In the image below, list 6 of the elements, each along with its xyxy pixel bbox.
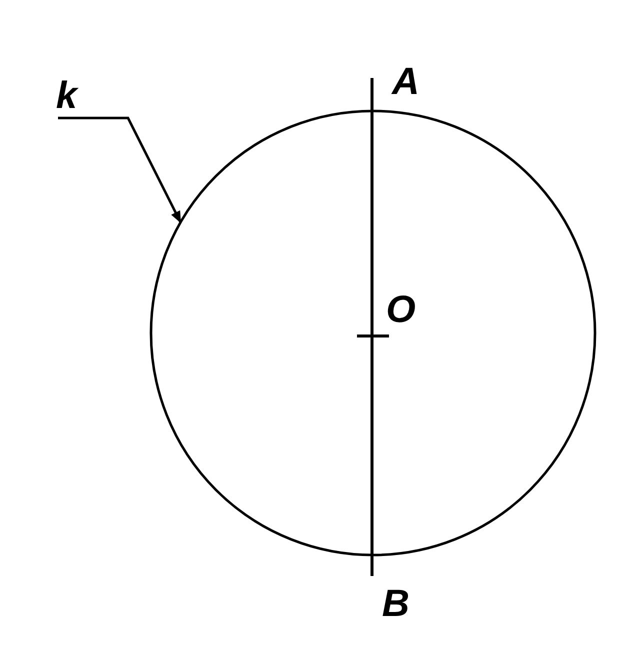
curve-label: k bbox=[56, 76, 78, 116]
point-label: A bbox=[392, 62, 420, 102]
leader-line bbox=[58, 116, 182, 224]
point-label: O bbox=[386, 290, 416, 330]
circle-outline bbox=[150, 110, 596, 556]
point-label: B bbox=[382, 584, 410, 624]
